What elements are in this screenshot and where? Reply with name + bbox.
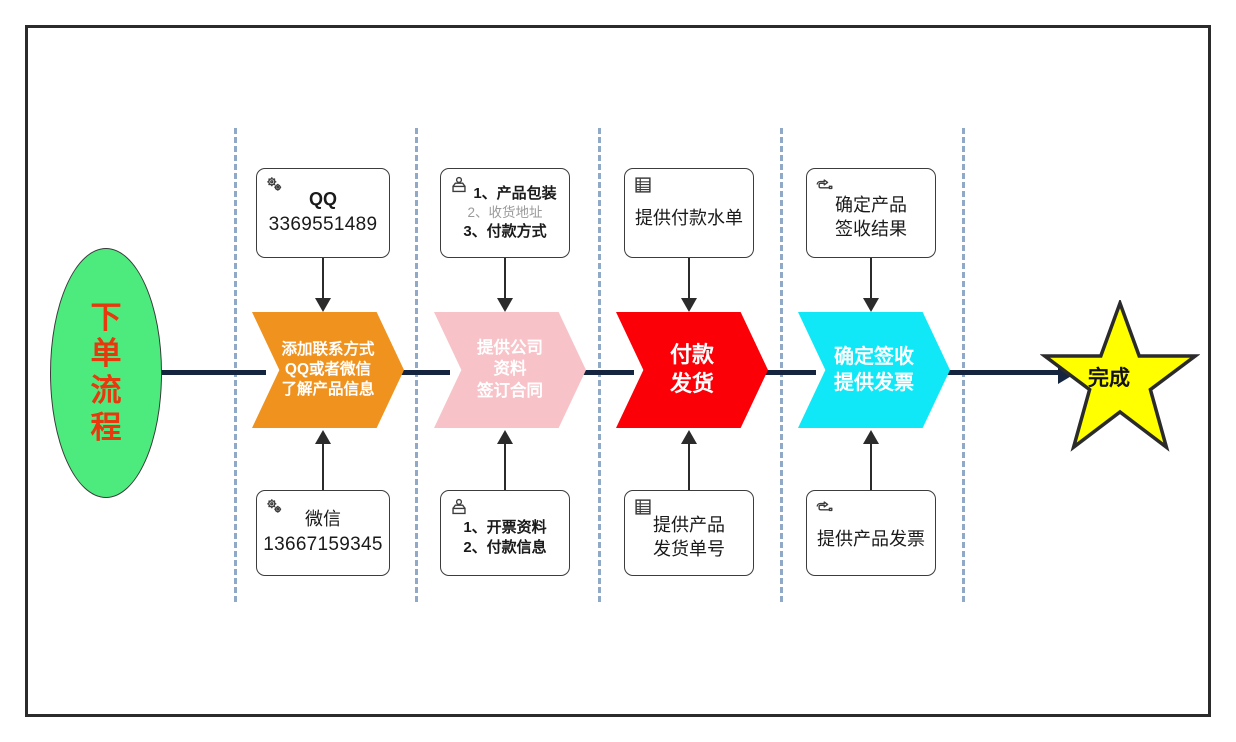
note-stage1-top-lines: QQ 3369551489 xyxy=(268,189,378,236)
connector-stage2-top-head xyxy=(497,298,513,312)
connector-stage4-top-head xyxy=(863,298,879,312)
note-stage3-bottom-lines: 提供产品 发货单号 xyxy=(653,515,725,559)
note-stage3-top-lines: 提供付款水单 xyxy=(635,208,743,229)
pointing-hand-icon xyxy=(816,179,833,190)
star-icon xyxy=(1040,300,1200,452)
connector-stage3-top-head xyxy=(681,298,697,312)
start-ellipse-label: 下 单 流 程 xyxy=(90,299,122,445)
list-document-icon xyxy=(635,499,651,515)
note-stage4-bottom-lines: 提供产品发票 xyxy=(817,529,925,550)
note-stage2-bottom[interactable]: 1、开票资料 2、付款信息 xyxy=(440,490,570,576)
note-stage2-top[interactable]: 1、产品包装 2、收货地址 3、付款方式 xyxy=(440,168,570,258)
note-stage1-bottom[interactable]: 微信 13667159345 xyxy=(256,490,390,576)
connector-stage3-top xyxy=(688,258,690,300)
stage-separator-1 xyxy=(234,128,237,602)
connector-stage4-bottom-head xyxy=(863,430,879,444)
connector-stage2-bottom-head xyxy=(497,430,513,444)
note-stage2-top-lines: 1、产品包装 2、收货地址 3、付款方式 xyxy=(463,185,557,240)
connector-stage2-bottom xyxy=(504,444,506,492)
chevron-stage3-label: 付款 发货 xyxy=(669,342,714,396)
note-stage4-top-lines: 确定产品 签收结果 xyxy=(835,195,907,239)
end-star[interactable]: 完成 xyxy=(1040,300,1200,452)
connector-stage4-top xyxy=(870,258,872,300)
note-stage1-top[interactable]: QQ 3369551489 xyxy=(256,168,390,258)
flow-arrow-segment-2-3 xyxy=(562,370,634,375)
flow-arrow-segment-1-2 xyxy=(380,370,450,375)
person-box-icon xyxy=(452,176,466,193)
connector-stage1-top-head xyxy=(315,298,331,312)
connector-stage2-top xyxy=(504,258,506,300)
connector-stage1-bottom-head xyxy=(315,430,331,444)
connector-stage1-top xyxy=(322,258,324,300)
connector-stage3-bottom-head xyxy=(681,430,697,444)
note-stage3-top[interactable]: 提供付款水单 xyxy=(624,168,754,258)
stage-separator-3 xyxy=(598,128,601,602)
connector-stage1-bottom xyxy=(322,444,324,492)
chevron-stage4-label: 确定签收 提供发票 xyxy=(834,346,914,394)
flow-arrow-segment-start xyxy=(146,370,266,375)
stage-separator-4 xyxy=(780,128,783,602)
note-stage3-bottom[interactable]: 提供产品 发货单号 xyxy=(624,490,754,576)
connector-stage4-bottom xyxy=(870,444,872,492)
connector-stage3-bottom xyxy=(688,444,690,492)
chevron-stage1-label: 添加联系方式 QQ或者微信 了解产品信息 xyxy=(281,340,375,399)
stage-separator-2 xyxy=(415,128,418,602)
gears-icon xyxy=(267,499,282,513)
start-ellipse: 下 单 流 程 xyxy=(50,248,162,498)
flow-arrow-segment-end xyxy=(928,370,1068,375)
note-stage4-bottom[interactable]: 提供产品发票 xyxy=(806,490,936,576)
chevron-stage2-label: 提供公司 资料 签订合同 xyxy=(477,338,543,400)
end-star-label: 完成 xyxy=(1088,367,1130,390)
note-stage4-top[interactable]: 确定产品 签收结果 xyxy=(806,168,936,258)
gears-icon xyxy=(267,177,282,191)
note-stage1-bottom-lines: 微信 13667159345 xyxy=(263,509,383,556)
person-box-icon xyxy=(452,498,466,515)
note-stage2-bottom-lines: 1、开票资料 2、付款信息 xyxy=(463,519,547,556)
flow-arrow-segment-3-4 xyxy=(746,370,816,375)
pointing-hand-icon xyxy=(816,501,833,512)
stage-separator-5 xyxy=(962,128,965,602)
list-document-icon xyxy=(635,177,651,193)
